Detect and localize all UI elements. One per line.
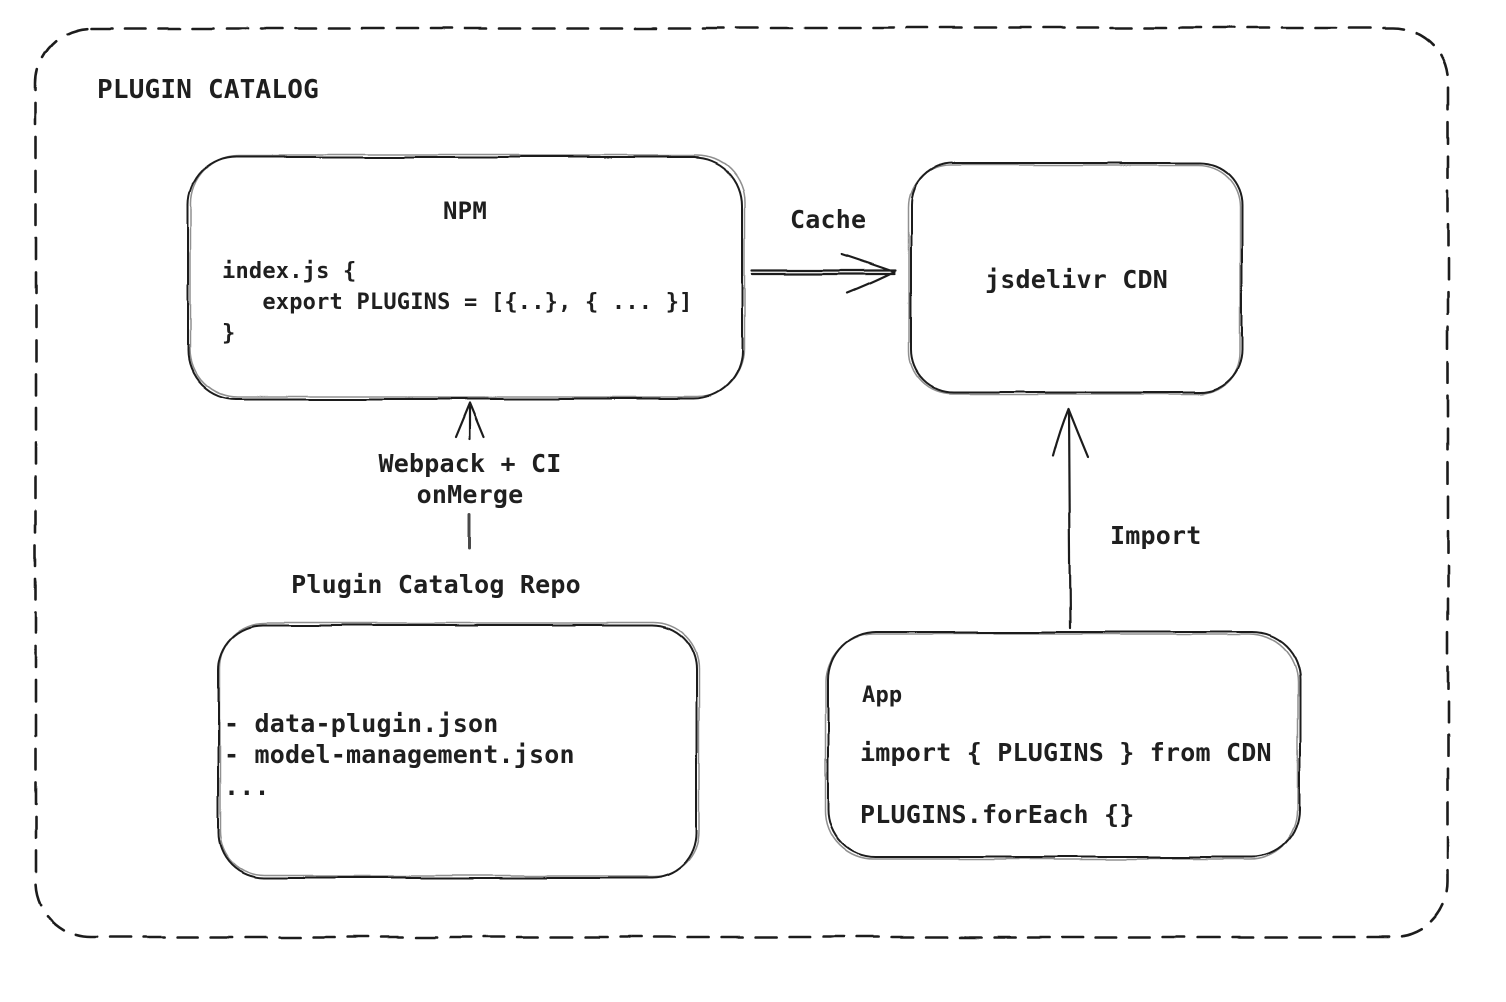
app-box-title: App <box>862 683 903 708</box>
app-box-sketch <box>824 633 1299 860</box>
build-arrow-label-line-2: onMerge <box>416 480 524 509</box>
npm-code-line-3: } <box>222 321 236 346</box>
npm-code-line-2: export PLUGINS = [{..}, { ... }] <box>222 290 693 315</box>
diagram-title: PLUGIN CATALOG <box>97 75 319 105</box>
sketch-pass-2 <box>189 154 1299 877</box>
npm-code-line-1: index.js { <box>222 259 357 284</box>
build-arrow-label-line-1: Webpack + CI <box>378 449 562 478</box>
repo-box <box>217 624 698 879</box>
cdn-box-sketch <box>908 164 1241 395</box>
app-code-line-2: PLUGINS.forEach {} <box>860 800 1135 829</box>
cdn-box <box>910 162 1243 393</box>
repo-file-item-1: - data-plugin.json <box>224 709 499 738</box>
catalog-boundary-box <box>34 26 1450 939</box>
repo-file-item-3: ... <box>224 772 270 801</box>
npm-box-title: NPM <box>443 197 487 225</box>
repo-box-sketch <box>219 622 700 877</box>
cache-arrow <box>750 252 898 295</box>
import-arrow-label: Import <box>1110 521 1202 550</box>
cache-arrow-label: Cache <box>790 205 867 234</box>
app-code-line-1: import { PLUGINS } from CDN <box>860 738 1272 767</box>
npm-box-sketch <box>189 154 746 398</box>
import-arrow <box>1051 407 1090 630</box>
sketch-pass-1 <box>34 26 1450 939</box>
cdn-box-label: jsdelivr CDN <box>984 265 1168 294</box>
npm-box <box>187 156 743 400</box>
app-box <box>827 631 1301 858</box>
build-arrow <box>454 401 486 441</box>
repo-box-label: Plugin Catalog Repo <box>291 570 581 599</box>
repo-file-item-2: - model-management.json <box>224 740 575 769</box>
